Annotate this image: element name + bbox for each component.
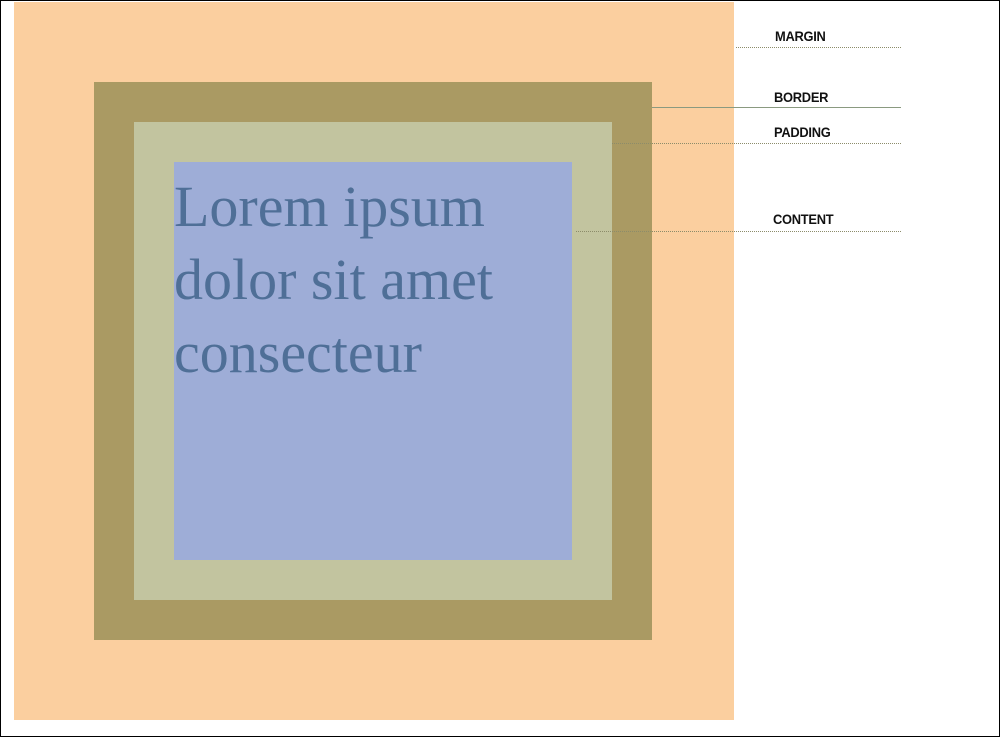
content-label: CONTENT bbox=[773, 211, 834, 227]
content-text: Lorem ipsum dolor sit amet consecteur bbox=[174, 174, 493, 385]
padding-leader-line bbox=[612, 143, 901, 144]
padding-label: PADDING bbox=[774, 124, 831, 140]
margin-label: MARGIN bbox=[775, 28, 826, 44]
content-box: Lorem ipsum dolor sit amet consecteur bbox=[174, 162, 572, 560]
border-label: BORDER bbox=[774, 89, 829, 105]
content-leader-line bbox=[576, 231, 901, 232]
margin-leader-line bbox=[736, 47, 901, 48]
border-leader-line bbox=[652, 107, 901, 108]
